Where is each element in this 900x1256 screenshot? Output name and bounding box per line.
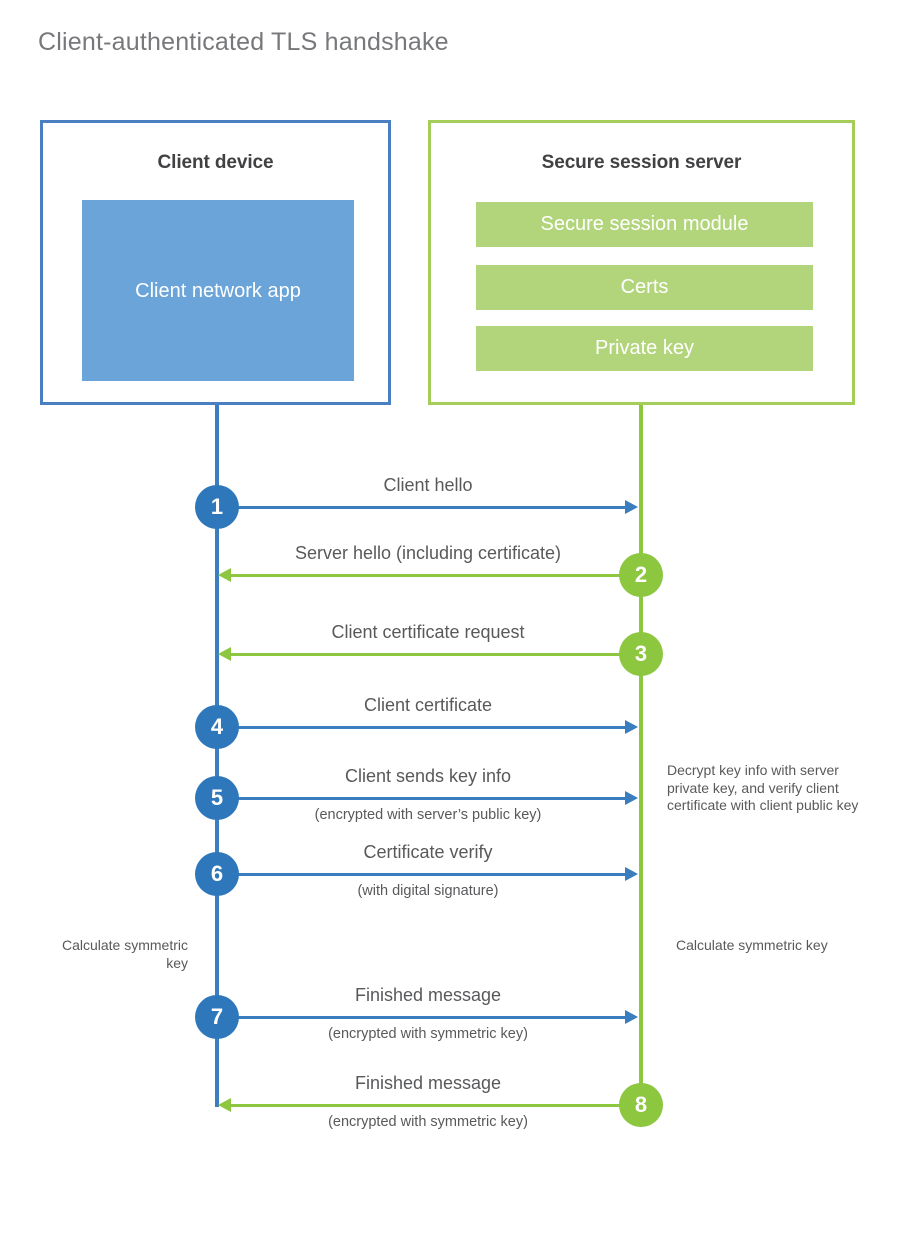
step-7-label: Finished message [354,985,502,1005]
step-6-arrow-head [625,867,638,881]
server-module-certs: Certs [476,265,813,310]
step-2-badge: 2 [619,553,663,597]
step-2-arrow-head [218,568,231,582]
step-3-arrow-head [218,647,231,661]
server-module-secure-session-module: Secure session module [476,202,813,247]
step-6-arrow-line [217,873,625,876]
step-4-badge: 4 [195,705,239,749]
client-lifeline [215,405,219,1107]
step-7-badge: 7 [195,995,239,1039]
step-4-label: Client certificate [363,695,493,715]
step-8-badge: 8 [619,1083,663,1127]
client-device-box: Client device Client network app [40,120,391,405]
client-network-app-block: Client network app [82,200,354,381]
step-3-arrow-line [231,653,641,656]
server-lifeline [639,405,643,1107]
step-1-arrow-line [217,506,625,509]
server-calculate-symmetric-key-note: Calculate symmetric key [676,937,828,953]
step-7-arrow-head [625,1010,638,1024]
client-calculate-symmetric-key-note: Calculate symmetric key [61,937,188,971]
server-decrypt-note: Decrypt key info with server private key… [667,762,859,813]
step-1-badge: 1 [195,485,239,529]
step-5-badge: 5 [195,776,239,820]
step-1-label: Client hello [383,475,473,495]
step-7-sublabel: (encrypted with symmetric key) [328,1026,528,1042]
step-5-arrow-head [625,791,638,805]
step-6-label: Certificate verify [363,842,493,862]
step-5-sublabel: (encrypted with server’s public key) [314,807,542,823]
step-4-arrow-line [217,726,625,729]
step-7-arrow-line [217,1016,625,1019]
step-2-label: Server hello (including certificate) [294,543,562,563]
step-3-label: Client certificate request [331,622,525,642]
step-8-sublabel: (encrypted with symmetric key) [328,1114,528,1130]
secure-session-server-title: Secure session server [541,152,742,173]
step-5-label: Client sends key info [344,766,512,786]
server-module-private-key: Private key [476,326,813,371]
step-6-sublabel: (with digital signature) [357,883,499,899]
step-8-arrow-line [231,1104,641,1107]
step-4-arrow-head [625,720,638,734]
step-1-arrow-head [625,500,638,514]
step-6-badge: 6 [195,852,239,896]
step-8-arrow-head [218,1098,231,1112]
step-3-badge: 3 [619,632,663,676]
secure-session-server-box: Secure session server Secure session mod… [428,120,855,405]
step-8-label: Finished message [354,1073,502,1093]
page-title: Client-authenticated TLS handshake [38,28,449,56]
client-device-title: Client device [157,152,274,173]
step-2-arrow-line [231,574,641,577]
step-5-arrow-line [217,797,625,800]
